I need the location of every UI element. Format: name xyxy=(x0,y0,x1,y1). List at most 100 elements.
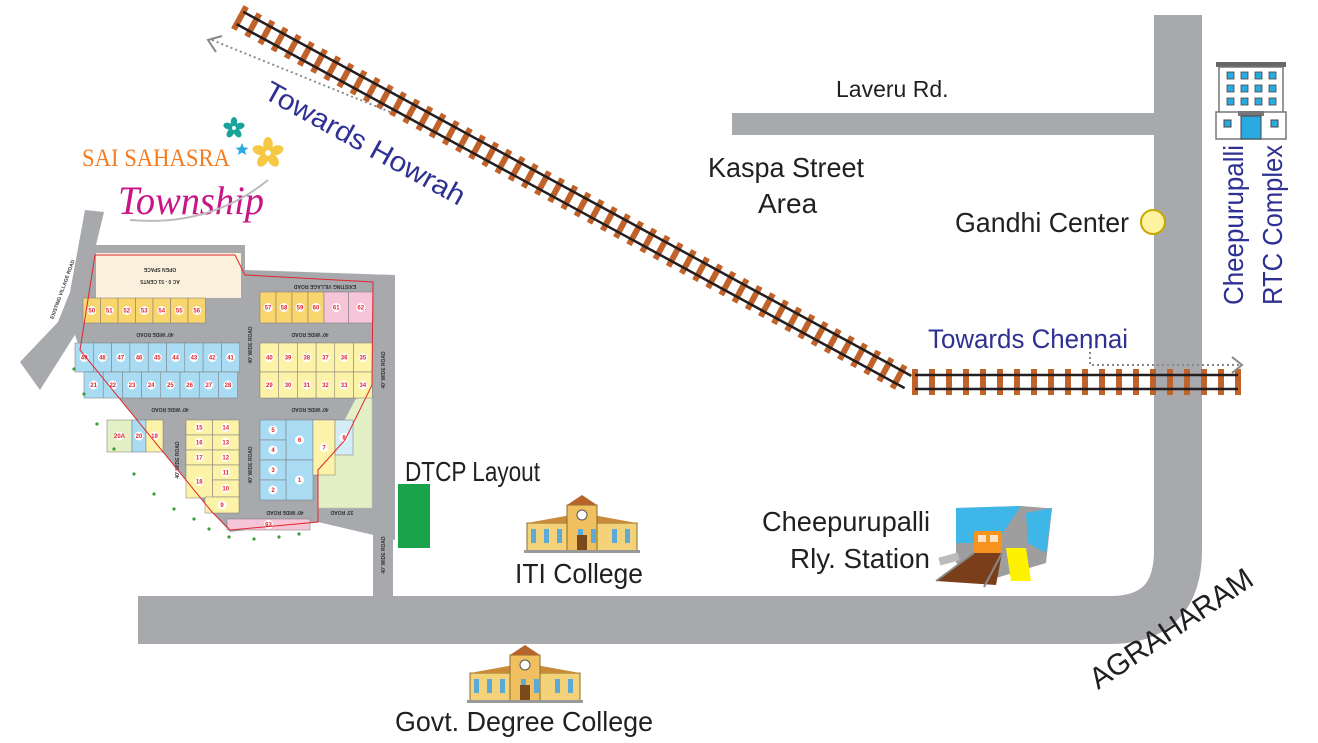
rail-tie xyxy=(231,5,249,31)
plot-marker xyxy=(268,445,278,455)
window xyxy=(1268,84,1277,93)
plot-marker xyxy=(358,380,368,390)
rail-tie xyxy=(784,306,803,333)
plot-number: 31 xyxy=(303,383,310,389)
railway-track xyxy=(231,5,1241,395)
window xyxy=(487,679,492,693)
rail-tie xyxy=(678,249,697,275)
plot-number: 32 xyxy=(322,383,329,389)
plot-number: 3 xyxy=(271,468,275,474)
tree-dot xyxy=(112,447,116,451)
rail-tie xyxy=(705,263,724,290)
plot-marker xyxy=(87,306,97,315)
plot-number: 55 xyxy=(176,309,183,315)
window xyxy=(474,679,479,693)
towards-howrah-label: Towards Howrah xyxy=(259,75,471,211)
road-label: 40' WIDE ROAD xyxy=(175,441,181,479)
plot-number: 2 xyxy=(271,488,275,494)
yellow-flower-icon xyxy=(252,137,284,167)
plot-marker xyxy=(79,353,89,362)
steps xyxy=(524,550,640,553)
window xyxy=(1226,97,1235,106)
plot-number: 59 xyxy=(297,306,304,312)
plot-marker xyxy=(226,353,236,362)
petal xyxy=(252,145,267,156)
rail-tie xyxy=(665,241,684,268)
tree-dot xyxy=(72,367,76,371)
road-label: 40' WIDE ROAD xyxy=(248,326,254,364)
tree-dot xyxy=(252,537,256,541)
road-label: 40' WIDE ROAD xyxy=(248,446,254,484)
existing-village-road-label: EXISTING VILLAGE ROAD xyxy=(293,283,356,289)
tree-dot xyxy=(82,392,86,396)
gandhi-center-label: Gandhi Center xyxy=(955,207,1129,238)
flower-center xyxy=(265,150,271,156)
main-road xyxy=(138,15,1202,644)
rail-tie xyxy=(731,277,750,304)
rail-tie xyxy=(428,112,447,139)
layout-boundary xyxy=(79,254,374,531)
window xyxy=(591,529,596,543)
plot-marker xyxy=(134,431,144,441)
plot-marker xyxy=(194,438,204,447)
govt-degree-college-label: Govt. Degree College xyxy=(395,706,653,737)
plot-marker xyxy=(339,353,349,362)
plot-marker xyxy=(194,423,204,432)
window xyxy=(625,529,630,543)
petal xyxy=(234,122,245,130)
plot-number: 11 xyxy=(223,471,230,477)
rail-tie xyxy=(560,184,579,211)
window xyxy=(1240,71,1249,80)
plot-number: 58 xyxy=(281,306,288,312)
window xyxy=(1240,97,1249,106)
petal xyxy=(267,153,279,167)
rail-tie xyxy=(402,98,421,125)
plot-number: 7 xyxy=(322,446,326,452)
plot-marker xyxy=(221,484,231,493)
plot-marker xyxy=(339,433,349,442)
rail-tie xyxy=(481,141,500,168)
plot-number: 28 xyxy=(225,383,232,389)
plot-marker xyxy=(302,353,312,362)
rly-station-label-2: Rly. Station xyxy=(790,543,930,574)
tree-dot xyxy=(297,532,301,536)
kaspa-street-label: Kaspa Street xyxy=(708,152,864,183)
rail-tie xyxy=(494,148,513,175)
plot-number: 9 xyxy=(220,503,224,509)
road-label: 40' WIDE ROAD xyxy=(151,406,189,412)
rail xyxy=(236,23,906,390)
tree-dot xyxy=(192,517,196,521)
kaspa-area-label: Area xyxy=(758,188,818,219)
plot-marker xyxy=(139,306,149,315)
plot-number: 30 xyxy=(285,383,292,389)
window xyxy=(1254,97,1263,106)
rail-tie xyxy=(744,285,763,311)
plot-number: 40 xyxy=(266,356,273,362)
rail-tie xyxy=(534,170,552,196)
towards-chennai-arrow xyxy=(1089,342,1244,374)
plot-marker xyxy=(264,353,274,362)
plot-number: 14 xyxy=(222,426,229,432)
plot-marker xyxy=(283,380,293,390)
window xyxy=(557,529,562,543)
sai-sahasra-township-logo: SAI SAHASRA Township xyxy=(82,116,284,223)
plot-marker xyxy=(207,353,217,362)
rail-tie xyxy=(771,299,789,326)
plot-marker xyxy=(134,353,144,362)
window xyxy=(612,529,617,543)
plot-number: 52 xyxy=(123,309,130,315)
plot-marker xyxy=(189,353,199,362)
plot-number: 48 xyxy=(99,356,106,362)
window xyxy=(1268,71,1277,80)
open-space xyxy=(96,253,241,298)
plot-marker xyxy=(221,453,231,462)
plot-number: 12 xyxy=(222,456,229,462)
rail-tie xyxy=(586,198,605,225)
rail-tie xyxy=(626,220,644,247)
plot-number: 35 xyxy=(360,356,367,362)
petal xyxy=(230,116,238,127)
window xyxy=(1254,84,1263,93)
road-label: 40' WIDE ROAD xyxy=(291,406,329,412)
plot-marker xyxy=(165,380,175,390)
rly-station-label-1: Cheepurupalli xyxy=(762,506,930,537)
